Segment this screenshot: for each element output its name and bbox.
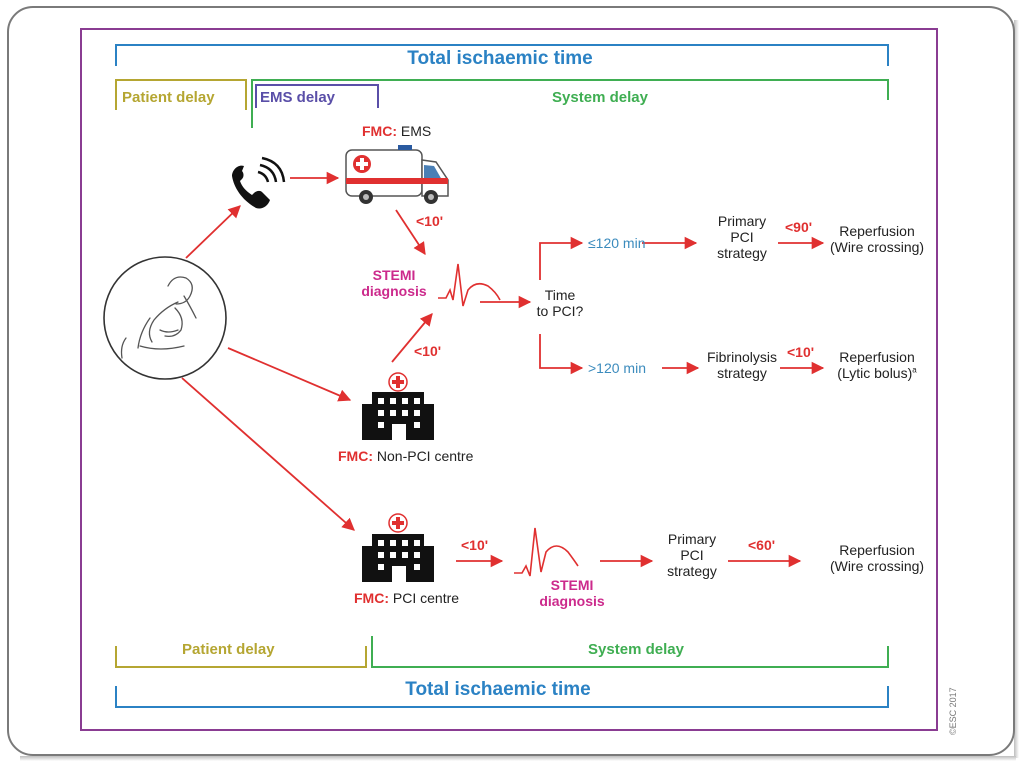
fmc-ems-label: FMC: EMS [362,123,431,139]
total-time-bracket-bottom [115,686,889,708]
stemi-diagnosis-label: STEMI diagnosis [354,267,434,299]
ems-to-stemi-time: <10' [416,213,444,229]
hospital-icon [362,513,434,582]
ems-delay-bracket [255,84,379,108]
strategy-line3: strategy [667,563,717,580]
fmc-pci-centre-label: FMC: PCI centre [354,590,459,606]
stemi-diagnosis-label-pci: STEMI diagnosis [532,577,612,609]
strategy-line1: Fibrinolysis [706,349,777,365]
patient-delay-top: Patient delay [122,89,215,106]
ecg-trace-icon [514,527,579,577]
result-line1: Reperfusion [839,349,915,365]
decision-line2: to PCI? [536,303,584,320]
fmc-prefix: FMC: [338,448,373,464]
copyright-notice: ©ESC 2017 [948,687,958,735]
reperfusion-wire-upper: Reperfusion (Wire crossing) [818,223,936,255]
patient-chest-pain-icon [103,256,227,380]
nonpci-to-stemi-time: <10' [414,343,442,359]
hospital-icon [362,372,434,440]
footnote-marker: a [912,365,917,375]
bottom-pci-time: <60' [748,537,776,553]
fmc-nonpci-label: FMC: Non-PCI centre [338,448,473,464]
strategy-line3: strategy [717,245,767,262]
reperfusion-wire-bottom: Reperfusion (Wire crossing) [818,542,936,574]
fmc-place: PCI centre [392,590,460,606]
slide-frame [7,6,1015,756]
total-time-bracket-top [115,44,889,66]
patient-delay-bracket-bottom [115,646,367,668]
stemi-line1: STEMI [550,577,594,593]
total-ischaemic-time-top: Total ischaemic time [407,48,593,69]
primary-pci-strategy-bottom: Primary PCI strategy [650,531,734,579]
decision-branch-lower [539,334,548,369]
fibrinolysis-time: <10' [787,344,815,360]
fmc-prefix: FMC: [362,123,397,139]
primary-pci-strategy-upper: Primary PCI strategy [700,213,784,261]
system-delay-bottom: System delay [588,641,684,658]
stemi-line2: diagnosis [361,283,427,300]
strategy-line1: Primary [667,531,717,547]
result-line1: Reperfusion [839,223,915,239]
result-line2: (Wire crossing) [829,558,925,575]
strategy-line1: Primary [717,213,767,229]
decision-branch-upper [539,242,548,280]
upper-pci-time: <90' [785,219,813,235]
arrow-ambulance-to-stemi [395,209,426,256]
system-delay-bracket-bottom [371,636,889,668]
ems-delay-label: EMS delay [260,89,336,106]
decision-line1: Time [544,287,576,303]
diagram-border [80,28,938,731]
strategy-line2: strategy [717,365,767,382]
strategy-line2: PCI [730,229,754,246]
branch-le120: ≤120 min [588,235,646,251]
phone-icon [232,156,286,209]
patient-delay-bracket-top [115,79,247,110]
strategy-line2: PCI [680,547,704,564]
total-ischaemic-time-bottom: Total ischaemic time [405,679,591,700]
branch-gt120: >120 min [588,360,646,376]
system-delay-top: System delay [552,89,648,106]
ecg-trace-icon [438,263,501,307]
fibrinolysis-strategy: Fibrinolysis strategy [696,349,788,381]
result-line2: (Lytic bolus)a [818,365,936,381]
result-line2-text: (Lytic bolus) [837,365,913,382]
reperfusion-lytic: Reperfusion (Lytic bolus)a [818,349,936,381]
stemi-line2: diagnosis [539,593,605,610]
stemi-line1: STEMI [372,267,416,283]
arrow-patient-to-nonpci [227,347,352,402]
fmc-place: EMS [400,123,432,139]
slide-shadow [1014,20,1019,758]
arrow-patient-to-phone [185,205,241,259]
fmc-place: Non-PCI centre [376,448,474,464]
arrow-patient-to-pci [181,377,355,531]
slide-shadow [20,756,1016,761]
pci-to-stemi-time: <10' [461,537,489,553]
system-delay-bracket-top [251,79,889,128]
time-to-pci-question: Time to PCI? [527,287,593,319]
arrow-nonpci-to-ecg [391,313,433,363]
patient-delay-bottom: Patient delay [182,641,275,658]
fmc-prefix: FMC: [354,590,389,606]
result-line2: (Wire crossing) [829,239,925,256]
result-line1: Reperfusion [839,542,915,558]
ambulance-icon [345,145,449,204]
